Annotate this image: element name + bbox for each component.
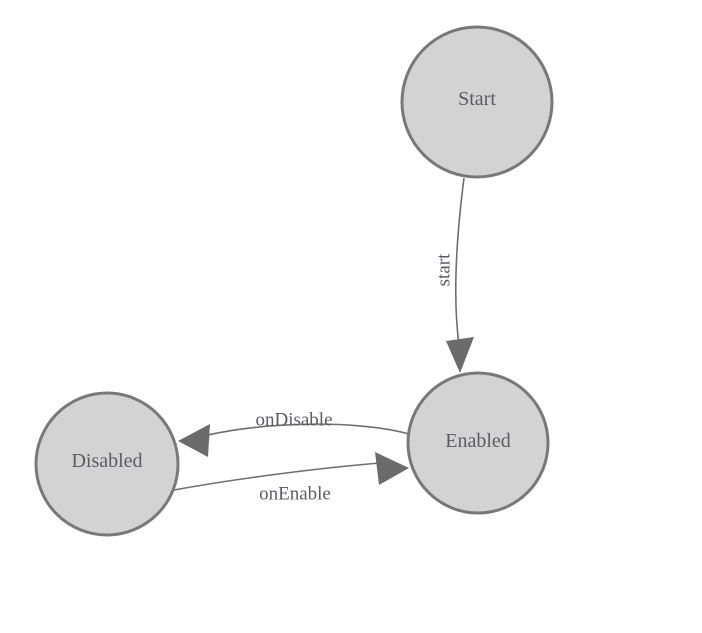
node-enabled-label: Enabled xyxy=(445,430,511,452)
edge-start-to-enabled-path xyxy=(455,177,465,346)
node-start-circle xyxy=(400,25,554,179)
edge-label-onenable: onEnable xyxy=(259,484,331,505)
edge-enabled-to-disabled-path xyxy=(195,423,410,439)
node-disabled-label: Disabled xyxy=(71,450,142,472)
arrowhead-into-disabled xyxy=(178,424,210,457)
edge-label-ondisable: onDisable xyxy=(255,410,332,431)
edge-disabled-to-enabled[interactable] xyxy=(173,452,409,491)
edge-start-to-enabled[interactable] xyxy=(446,177,474,373)
arrowhead-into-enabled-left xyxy=(375,452,409,485)
edge-disabled-to-enabled-path xyxy=(173,462,381,491)
arrowhead-into-enabled-top xyxy=(446,337,474,373)
edge-label-start: start xyxy=(434,253,455,286)
node-enabled-circle xyxy=(406,371,550,515)
node-disabled-circle xyxy=(34,391,180,537)
node-start-label: Start xyxy=(458,88,496,110)
node-disabled[interactable]: Disabled xyxy=(34,391,180,537)
node-enabled[interactable]: Enabled xyxy=(406,371,550,515)
edge-enabled-to-disabled[interactable] xyxy=(178,423,410,457)
node-start[interactable]: Start xyxy=(400,25,554,179)
